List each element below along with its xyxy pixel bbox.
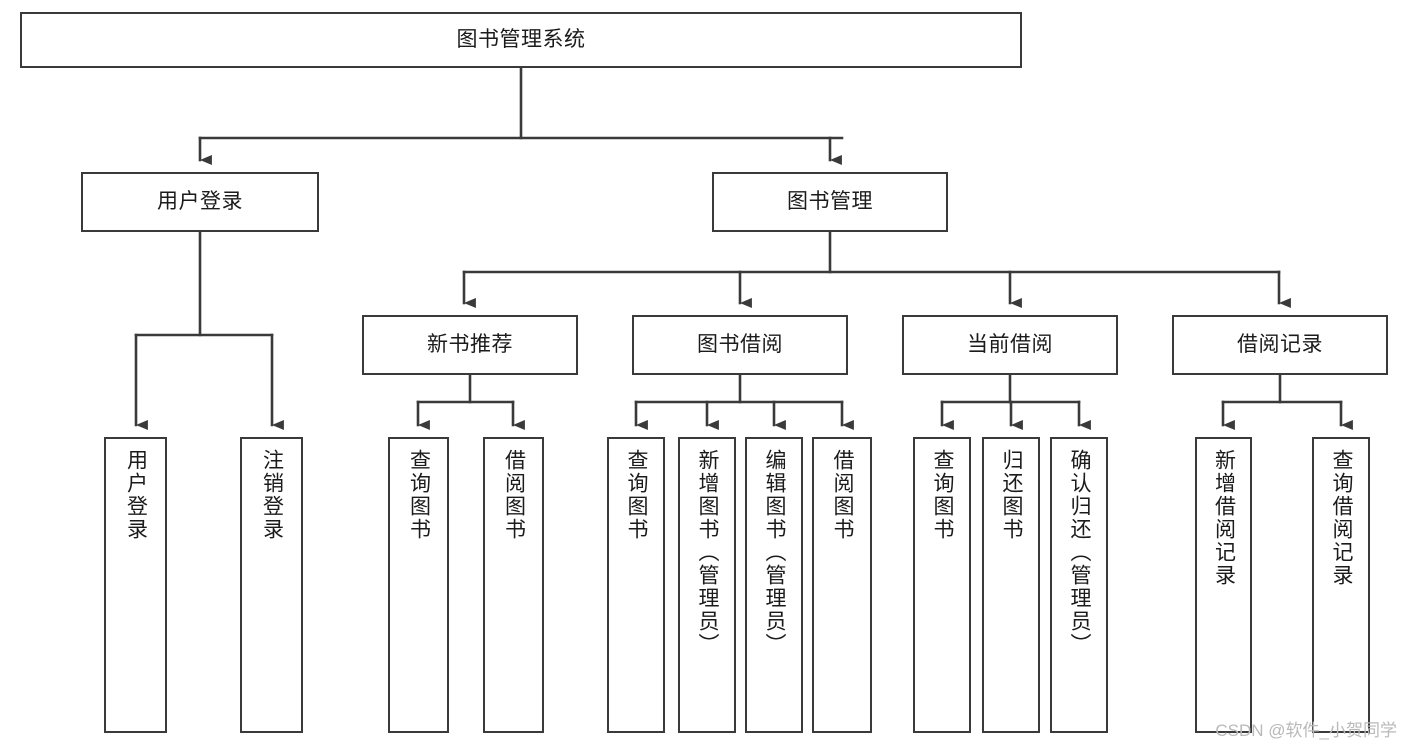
- node-book-borrow[interactable]: 图书借阅: [632, 315, 848, 375]
- leaf-user-login[interactable]: 用户登录: [104, 437, 167, 733]
- leaf-add-book[interactable]: 新增图书（管理员）: [678, 437, 736, 733]
- leaf-query-book-3[interactable]: 查询图书: [913, 437, 971, 733]
- node-current-borrow[interactable]: 当前借阅: [902, 315, 1118, 375]
- node-new-book-recommend[interactable]: 新书推荐: [362, 315, 578, 375]
- leaf-query-book-1[interactable]: 查询图书: [388, 437, 449, 733]
- node-root-label: 图书管理系统: [456, 28, 586, 52]
- leaf-add-record[interactable]: 新增借阅记录: [1195, 437, 1252, 733]
- leaf-add-record-label: 新增借阅记录: [1212, 449, 1236, 587]
- node-new-book-recommend-label: 新书推荐: [427, 333, 513, 357]
- leaf-add-book-label: 新增图书（管理员）: [696, 449, 720, 656]
- node-book-manage[interactable]: 图书管理: [712, 172, 948, 232]
- leaf-return-book[interactable]: 归还图书: [982, 437, 1040, 733]
- node-user-login-label: 用户登录: [157, 190, 243, 214]
- node-current-borrow-label: 当前借阅: [967, 333, 1053, 357]
- leaf-borrow-book-2[interactable]: 借阅图书: [812, 437, 872, 733]
- leaf-borrow-book-1[interactable]: 借阅图书: [483, 437, 544, 733]
- node-borrow-record[interactable]: 借阅记录: [1172, 315, 1388, 375]
- leaf-borrow-book-1-label: 借阅图书: [502, 449, 526, 541]
- leaf-logout-login-label: 注销登录: [260, 449, 284, 541]
- leaf-confirm-return[interactable]: 确认归还（管理员）: [1050, 437, 1108, 733]
- leaf-query-book-2-label: 查询图书: [625, 449, 649, 541]
- leaf-query-book-2[interactable]: 查询图书: [607, 437, 665, 733]
- leaf-edit-book[interactable]: 编辑图书（管理员）: [745, 437, 803, 733]
- leaf-user-login-label: 用户登录: [124, 449, 148, 541]
- leaf-borrow-book-2-label: 借阅图书: [831, 449, 855, 541]
- leaf-query-record[interactable]: 查询借阅记录: [1312, 437, 1370, 733]
- node-user-login[interactable]: 用户登录: [81, 172, 319, 232]
- leaf-edit-book-label: 编辑图书（管理员）: [763, 449, 787, 656]
- node-book-borrow-label: 图书借阅: [697, 333, 783, 357]
- leaf-query-record-label: 查询借阅记录: [1330, 449, 1354, 587]
- node-book-manage-label: 图书管理: [787, 190, 873, 214]
- leaf-query-book-3-label: 查询图书: [931, 449, 955, 541]
- node-root[interactable]: 图书管理系统: [20, 12, 1022, 68]
- leaf-logout-login[interactable]: 注销登录: [240, 437, 303, 733]
- leaf-query-book-1-label: 查询图书: [407, 449, 431, 541]
- leaf-return-book-label: 归还图书: [1000, 449, 1024, 541]
- watermark-text: CSDN @软件_小贺同学: [1215, 721, 1397, 740]
- leaf-confirm-return-label: 确认归还（管理员）: [1068, 449, 1092, 656]
- node-borrow-record-label: 借阅记录: [1237, 333, 1323, 357]
